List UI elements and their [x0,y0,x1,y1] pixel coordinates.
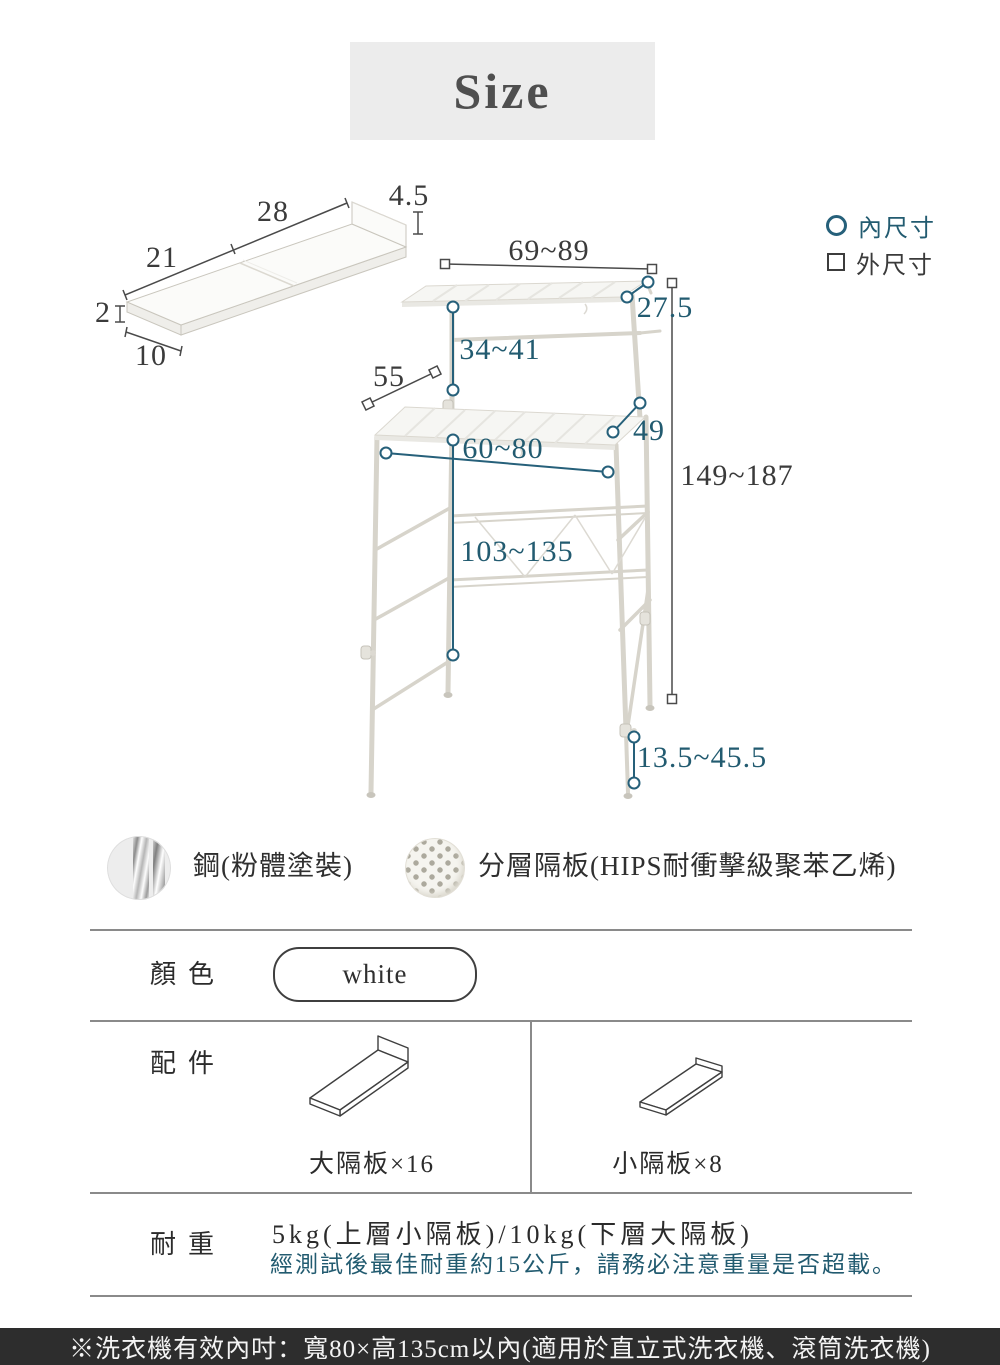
top-board-diagram [115,197,423,357]
dim-leg-extension-label: 13.5~45.5 [636,741,768,774]
large-board-caption: 大隔板×16 [308,1151,436,1178]
page-title: Size [453,63,552,119]
size-header: Size [350,42,655,140]
legend-inner-row: 內尺寸 [826,210,936,242]
dim-inner-width-label: 60~80 [462,432,544,465]
accessories-row-label: 配件 [150,1049,227,1078]
dim-top-width-label: 69~89 [508,234,590,267]
dim-board-depth-label: 10 [135,339,167,372]
color-value: white [342,959,408,989]
hips-board-label: 分層隔板(HIPS耐衝擊級聚苯乙烯) [478,851,897,881]
legend-inner-label: 內尺寸 [858,215,936,242]
divider-line-3 [90,1192,912,1194]
color-value-pill: white [273,947,477,1002]
inner-dimension-circle-icon [826,214,847,236]
dim-board-lip-label: 4.5 [388,179,430,212]
accessories-column-divider [530,1021,532,1192]
load-value: 5kg(上層小隔板)/10kg(下層大隔板) [272,1220,753,1249]
small-board-caption: 小隔板×8 [612,1151,724,1178]
color-row-label: 顏色 [150,960,227,989]
load-row-label: 耐重 [150,1230,227,1259]
divider-line-4 [90,1295,912,1297]
large-divider-board-drawing [309,1035,409,1117]
dim-board-thickness-label: 2 [95,296,111,329]
diagrams-drawing [115,197,678,799]
footer-note: ※洗衣機有效內吋：寬80×高135cm以內(適用於直立式洗衣機、滾筒洗衣機) [69,1335,931,1363]
rack-dimension-lines [360,258,678,790]
divider-line-1 [90,929,912,931]
steel-material-icon [107,836,171,900]
dim-board-length-upper-label: 28 [257,195,289,228]
dim-upper-gap-label: 34~41 [459,333,541,366]
footer-note-bar: ※洗衣機有效內吋：寬80×高135cm以內(適用於直立式洗衣機、滾筒洗衣機) [0,1328,1000,1365]
dim-shelf-depth-label: 49 [633,414,665,447]
hips-board-icon [405,838,465,898]
dim-inner-height-label: 103~135 [460,535,574,568]
steel-material-label: 鋼(粉體塗裝) [193,851,353,881]
small-divider-board-drawing [639,1057,723,1116]
load-note: 經測試後最佳耐重約15公斤，請務必注意重量是否超載。 [270,1252,897,1277]
dim-board-length-lower-label: 21 [146,241,178,274]
divider-line-2 [90,1020,912,1022]
dimension-legend: 內尺寸 外尺寸 [826,210,936,284]
dim-top-depth-label: 27.5 [636,291,694,324]
dim-side-label: 55 [373,360,405,393]
legend-outer-row: 外尺寸 [826,247,936,279]
outer-dimension-square-icon [827,253,845,271]
dim-total-height-label: 149~187 [680,459,794,492]
legend-outer-label: 外尺寸 [856,252,934,279]
accessories-drawings [309,1035,723,1117]
